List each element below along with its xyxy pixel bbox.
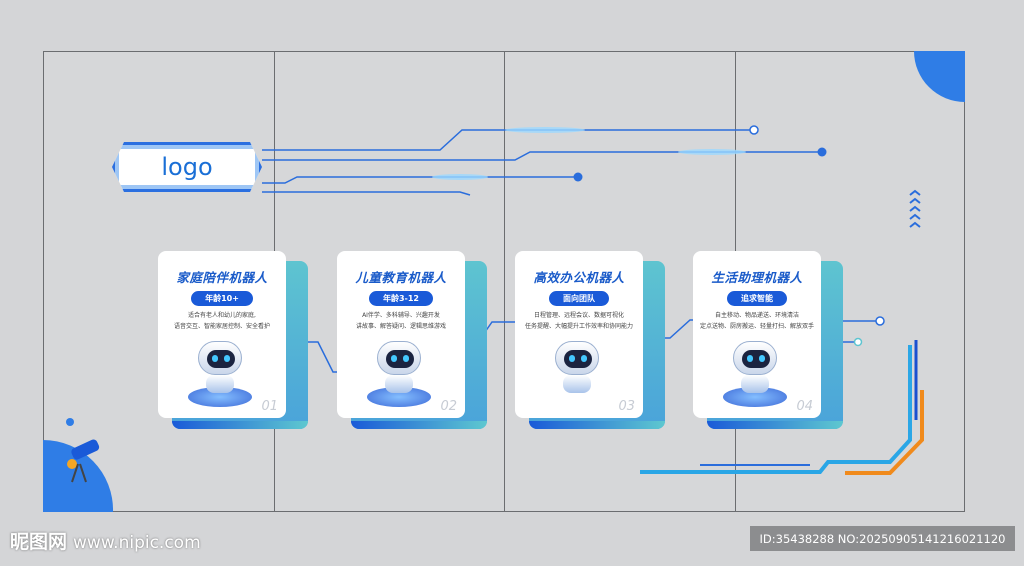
watermark-brand: 昵图网 [10,531,68,553]
card-desc: 语音交互、智能家居控制、安全看护 [173,323,270,330]
card-number: 03 [618,399,635,414]
product-card[interactable]: 高效办公机器人 面向团队 日程管理、远程会议、数据可视化任务提醒、大幅提升工作效… [515,251,665,429]
product-card[interactable]: 家庭陪伴机器人 年龄10+ 适合有老人和幼儿的家庭, 语音交互、智能家居控制、安全… [158,251,308,429]
card-desc: 日程管理、远程会议、数据可视化 [533,312,624,319]
card-desc: 任务提醒、大幅提升工作效率和协同能力 [524,323,633,330]
robot-illustration [545,339,609,407]
logo-badge: logo [112,142,262,192]
card-tag: 追求智能 [727,291,787,306]
card-desc: 讲故事、解答疑问、逻辑思维游戏 [355,323,446,330]
card-number: 02 [440,399,457,414]
image-id-label: ID:35438288 NO:20250905141216021120 [750,526,1015,551]
card-title: 家庭陪伴机器人 [176,270,268,285]
card-number: 01 [261,399,278,414]
card-desc: 适合有老人和幼儿的家庭, [188,312,256,319]
logo-text: logo [161,153,213,181]
robot-illustration [188,339,252,407]
card-title: 生活助理机器人 [711,270,803,285]
card-title: 儿童教育机器人 [355,270,447,285]
divider-line [504,51,505,512]
watermark-url: www.nipic.com [73,533,201,553]
card-title: 高效办公机器人 [533,270,625,285]
card-desc: 自主移动、物品递送、环境清洁 [714,312,799,319]
product-card[interactable]: 儿童教育机器人 年龄3-12 AI伴学、多科辅导、兴趣开发讲故事、解答疑问、逻辑… [337,251,487,429]
card-tag: 年龄10+ [191,291,253,306]
robot-illustration [723,339,787,407]
robot-illustration [367,339,431,407]
product-card[interactable]: 生活助理机器人 追求智能 自主移动、物品递送、环境清洁定点送物、厨房搬运、轻量打… [693,251,843,429]
card-number: 04 [796,399,813,414]
card-desc: 定点送物、厨房搬运、轻量打扫、解放双手 [699,323,814,330]
card-tag: 面向团队 [549,291,609,306]
card-tag: 年龄3-12 [368,291,434,306]
card-desc: AI伴学、多科辅导、兴趣开发 [362,312,440,319]
